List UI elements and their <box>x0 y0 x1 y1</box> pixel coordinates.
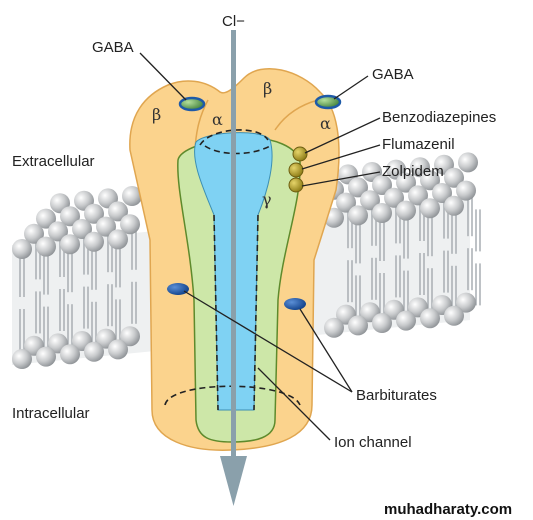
gaba-binding-site-left <box>178 96 206 112</box>
lipid-head <box>348 177 368 198</box>
label-intracellular: Intracellular <box>12 405 90 422</box>
lipid-head <box>396 310 416 331</box>
label-gaba-left: GABA <box>92 39 134 56</box>
lipid-head <box>96 216 116 237</box>
lipid-head <box>60 206 80 227</box>
lipid-head <box>24 223 44 244</box>
lipid-head <box>108 201 128 222</box>
lipid-head <box>432 183 452 203</box>
lipid-head <box>420 170 440 191</box>
lipid-head <box>372 203 392 223</box>
subunit-divider-right <box>274 99 319 131</box>
watermark: muhadharaty.com <box>384 501 512 518</box>
zolpidem-binding-site <box>288 177 304 193</box>
lipid-head <box>348 205 368 226</box>
label-benzodiazepines: Benzodiazepines <box>382 109 496 126</box>
lipid-head <box>36 208 56 229</box>
lipid-head <box>72 219 92 239</box>
lipid-head <box>48 221 68 242</box>
pore-outline-dashed <box>199 129 269 411</box>
flumazenil-binding-site <box>288 162 304 178</box>
subunit-beta-right: β <box>263 79 272 98</box>
benzodiazepine-binding-site <box>292 146 308 162</box>
lipid-head <box>396 200 416 221</box>
lipid-head <box>60 234 80 255</box>
receptor-base-dashed <box>164 385 301 406</box>
label-barbiturates: Barbiturates <box>356 387 437 404</box>
label-zolpidem: Zolpidem <box>382 163 444 180</box>
lipid-head <box>36 346 56 367</box>
lipid-head <box>12 349 32 369</box>
subunit-alpha-right: α <box>320 114 331 133</box>
subunit-gamma: γ <box>262 190 272 209</box>
lipid-head <box>458 152 478 173</box>
lipid-head <box>420 308 440 329</box>
label-gaba-right: GABA <box>372 66 414 83</box>
lipid-head <box>444 167 464 188</box>
lipid-head <box>60 344 80 365</box>
leader-lines <box>139 52 381 441</box>
lipid-head <box>444 305 464 326</box>
lipid-head <box>384 187 404 208</box>
label-chloride: Cl− <box>222 13 245 30</box>
lipid-head <box>372 175 392 195</box>
barbiturate-binding-site-left <box>167 283 189 295</box>
lipid-head <box>108 229 128 250</box>
label-flumazenil: Flumazenil <box>382 136 455 153</box>
diagram-labels: Cl− GABA GABA Benzodiazepines Flumazenil… <box>12 13 512 518</box>
lipid-head <box>36 236 56 257</box>
lipid-head <box>348 315 368 336</box>
lipid-head <box>336 192 356 213</box>
lipid-head <box>324 317 344 338</box>
lipid-head <box>108 339 128 360</box>
lipid-head <box>456 292 476 313</box>
subunit-labels: β α β α γ <box>152 79 331 209</box>
lipid-head <box>122 186 142 206</box>
lipid-head <box>396 172 416 193</box>
lipid-head <box>120 326 140 347</box>
label-ion-channel: Ion channel <box>334 434 412 451</box>
lipid-head <box>420 198 440 219</box>
barbiturate-binding-site-right <box>284 298 306 310</box>
lipid-head <box>12 239 32 259</box>
chloride-flow-arrow <box>220 30 247 506</box>
subunit-alpha-left: α <box>212 110 223 129</box>
lipid-head <box>360 190 380 211</box>
lipid-head <box>84 231 104 252</box>
lipid-head <box>84 203 104 224</box>
lipid-bilayer <box>12 152 481 369</box>
lipid-head <box>372 313 392 333</box>
lipid-head <box>84 341 104 362</box>
binding-sites <box>167 94 342 310</box>
lipid-head <box>444 195 464 216</box>
lipid-head <box>408 185 428 206</box>
label-extracellular: Extracellular <box>12 153 95 170</box>
subunit-beta-left: β <box>152 105 161 124</box>
lipid-head <box>456 180 476 201</box>
lipid-head <box>120 214 140 235</box>
receptor-top-dashed <box>204 145 271 155</box>
